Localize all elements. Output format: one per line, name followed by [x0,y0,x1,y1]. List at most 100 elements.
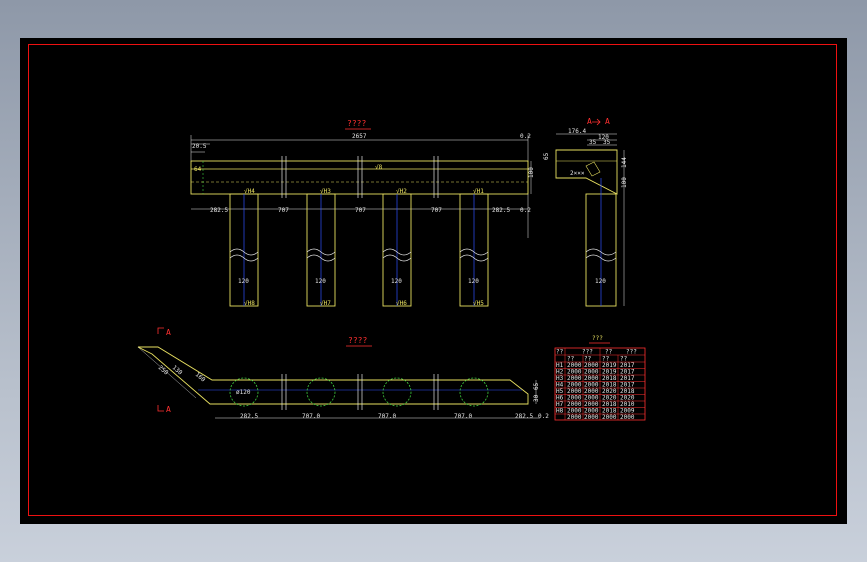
table-cell-5-1: 2000 [567,395,582,402]
table-cell-3-0: H4 [556,382,564,389]
pile-diameter-4: 120 [468,278,479,285]
table-cell-1-0: H2 [556,369,564,376]
pile-4: √H1 120 √H5 [459,188,489,307]
section-left-dim: 65 [543,152,550,160]
pile-bottom-label-1: √H8 [244,300,255,307]
pile-1: √H4 120 √H8 [229,188,259,307]
table-header2-4: ?? [620,356,628,363]
table-cell-4-2: 2000 [584,388,599,395]
table-cell-7-2: 2000 [584,408,599,415]
table-cell-7-3: 2018 [602,408,617,415]
table-header1-0: ?? [556,349,564,356]
plan-bottom-dim-3: 707.0 [454,413,472,420]
table-cell-0-1: 2000 [567,362,582,369]
table-cell-5-4: 2020 [620,395,635,402]
plan-pile-2 [306,377,336,407]
pile-diameter-2: 120 [315,278,326,285]
table-header1-2: ?? [605,349,613,356]
pile-top-label-4: √H1 [473,188,484,195]
table-cell-8-4: 2000 [620,414,635,421]
left-side-dim: 64 [194,166,202,173]
plan-pile-3 [382,377,412,407]
section-dim-c: 35 [603,139,611,146]
section-pile-diameter: 120 [595,278,606,285]
table-cell-0-0: H1 [556,362,564,369]
table-cell-4-4: 2018 [620,388,635,395]
cap-beam [190,160,529,195]
bottom-dim-2: 707 [355,207,366,214]
pile-bottom-label-2: √H7 [320,300,331,307]
drawing-sheet: ???? 2657 0.2 20.5 64 √8 [20,38,847,524]
table-cell-1-1: 2000 [567,369,582,376]
table-cell-0-4: 2017 [620,362,635,369]
pile-diameter-1: 120 [238,278,249,285]
pile-top-label-2: √H3 [320,188,331,195]
right-tag-bottom: 0.2 [520,207,531,214]
table-cell-5-3: 2020 [602,395,617,402]
table-cell-3-3: 2018 [602,382,617,389]
cad-drawing: ???? 2657 0.2 20.5 64 √8 [137,117,646,421]
table-cell-4-3: 2020 [602,388,617,395]
plan-bottom-dim-4: 282.5 [515,413,533,420]
plan-pile-label: ø120 [236,389,251,396]
table-cell-7-1: 2000 [567,408,582,415]
section-side-dim-2: 100 [621,177,628,188]
beam-label: √8 [375,164,383,171]
plan-bottom-dim-2: 707.0 [378,413,396,420]
plan-right-tag: 0.2 [538,413,549,420]
table-cell-1-3: 2019 [602,369,617,376]
bottom-dim-3: 707 [431,207,442,214]
table-header2-1: ?? [567,356,575,363]
table-cell-8-3: 2000 [602,414,617,421]
table-cell-2-0: H3 [556,375,564,382]
table-cell-5-0: H6 [556,395,564,402]
pile-bottom-label-3: √H6 [396,300,407,307]
bottom-dim-0: 282.5 [210,207,228,214]
table-cell-6-0: H7 [556,401,564,408]
table-cell-6-1: 2000 [567,401,582,408]
table-cell-8-1: 2000 [567,414,582,421]
pile-diameter-3: 120 [391,278,402,285]
plan-right-dim-0: 65 [533,382,540,390]
right-tag-top: 0.2 [520,133,531,140]
cap-height-dim: 100 [528,167,535,178]
section-top-dim: 176.4 [568,128,586,135]
plan-right-dim-1: 30 [533,394,540,402]
table-cell-3-2: 2000 [584,382,599,389]
table-cell-1-2: 2000 [584,369,599,376]
table-cell-1-4: 2017 [620,369,635,376]
plan-view: ???? A A 250 130 160 [137,327,549,420]
bottom-dim-4: 282.5 [492,207,510,214]
elevation-title: ???? [347,119,366,128]
section-cap-outline [555,149,618,195]
elevation-view: ???? 2657 0.2 20.5 64 √8 [190,119,535,307]
table-header2-2: ?? [584,356,592,363]
table-cell-0-2: 2000 [584,362,599,369]
plan-section-mark-bottom: A [166,405,171,414]
section-arrow-right-label: A [605,117,610,126]
section-dim-a: 120 [598,134,609,141]
table-cell-2-2: 2000 [584,375,599,382]
plan-bottom-dim-1: 707.0 [302,413,320,420]
plan-pile-4 [459,377,489,407]
table-cell-2-1: 2000 [567,375,582,382]
table-title: ??? [592,335,603,342]
table-cell-8-2: 2000 [584,414,599,421]
bottom-dim-1: 707 [278,207,289,214]
drawing-frame [28,44,837,516]
section-hatch-label: 2××× [570,170,585,177]
table-cell-5-2: 2000 [584,395,599,402]
table-cell-4-0: H5 [556,388,564,395]
plan-bottom-dim-0: 282.5 [240,413,258,420]
table-cell-2-4: 2017 [620,375,635,382]
pile-3: √H2 120 √H6 [382,188,412,307]
table-cell-6-3: 2018 [602,401,617,408]
section-dim-b: 35 [589,139,597,146]
table-cell-6-2: 2000 [584,401,599,408]
section-arrow-left-label: A [587,117,592,126]
plan-left-dim-1: 130 [171,364,184,377]
table-cell-0-3: 2019 [602,362,617,369]
plan-left-dim-0: 250 [157,364,170,377]
pile-top-label-3: √H2 [396,188,407,195]
table-cell-3-4: 2017 [620,382,635,389]
